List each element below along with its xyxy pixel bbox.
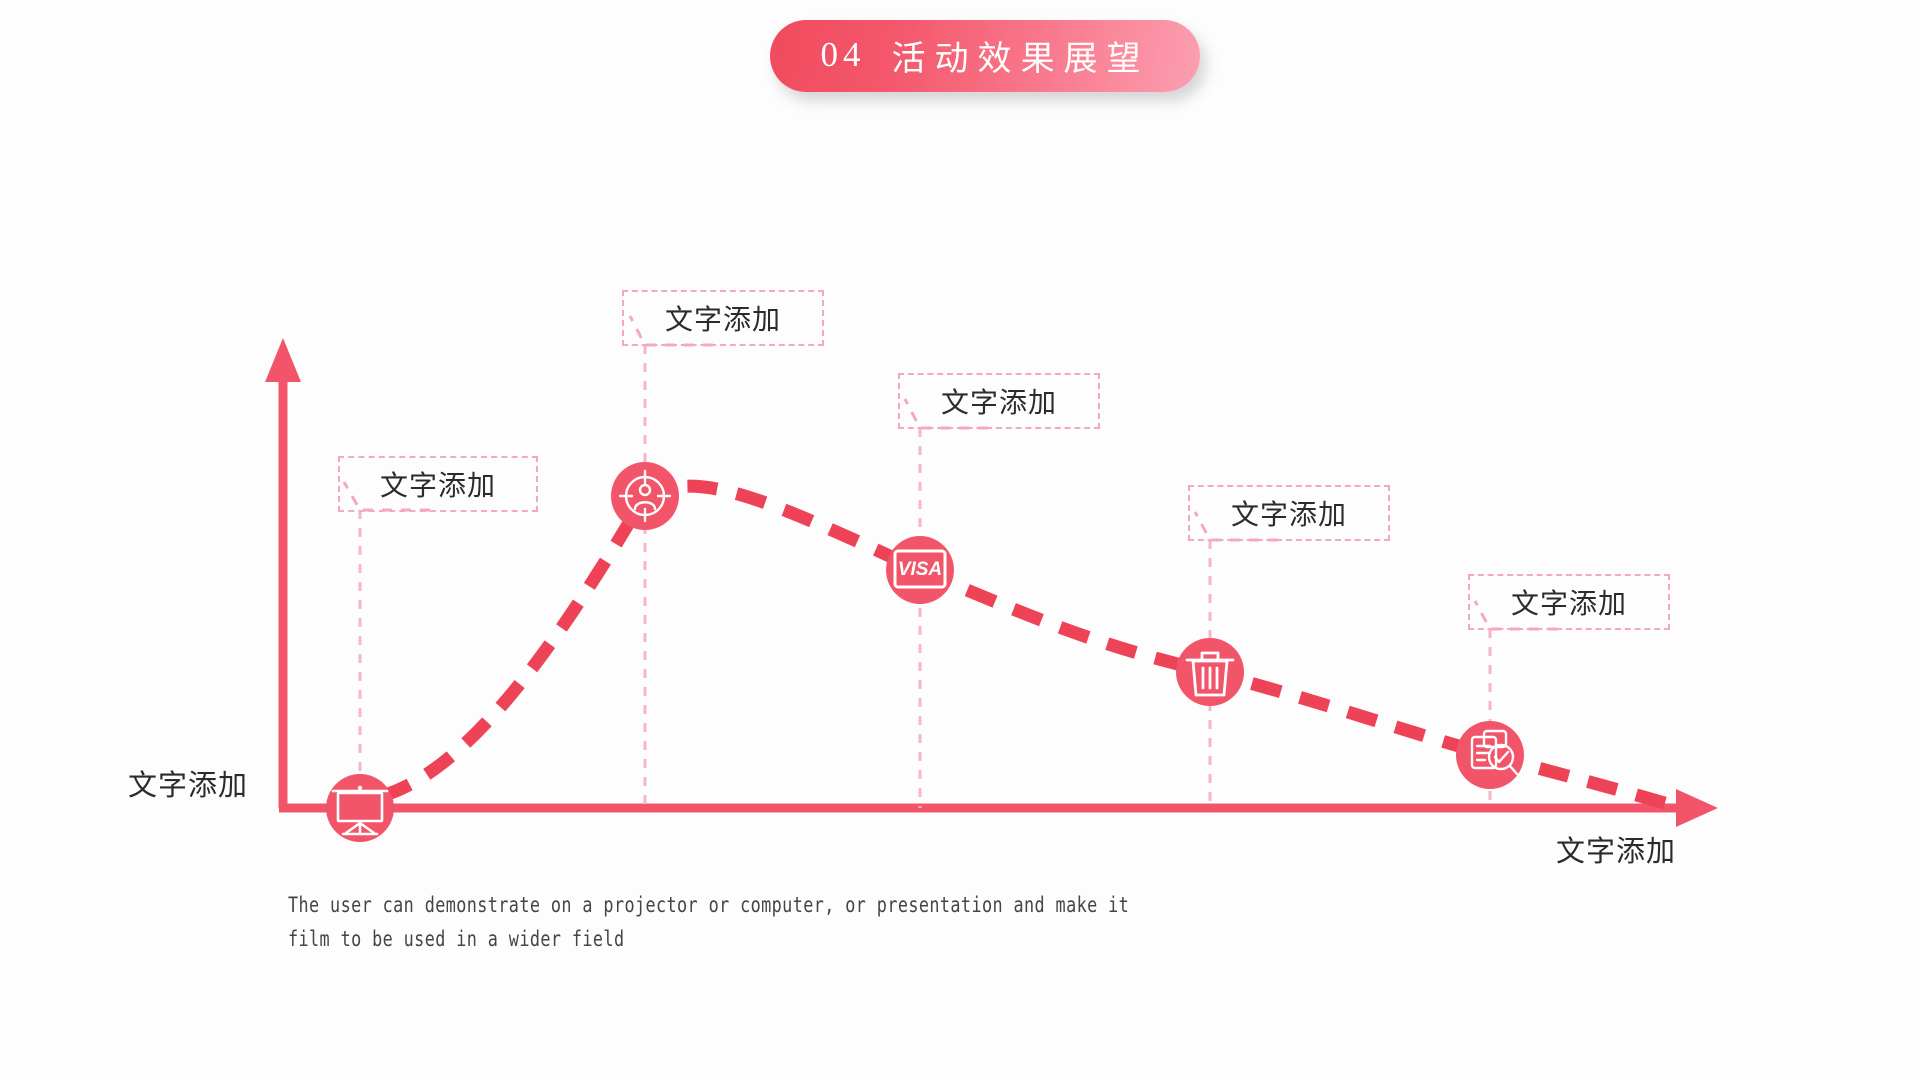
visa-card-icon: VISA xyxy=(893,549,947,589)
projector-screen-icon xyxy=(331,785,389,836)
callout-label-3: 文字添加 xyxy=(940,386,1057,419)
section-title-text: 活动效果展望 xyxy=(891,38,1150,79)
callout-label-5: 文字添加 xyxy=(1510,587,1627,620)
section-number: 04 xyxy=(820,35,866,74)
user-target-icon xyxy=(618,469,672,523)
callout-box-2[interactable]: 文字添加 xyxy=(622,290,824,346)
y-axis-title: 文字添加 xyxy=(128,768,249,802)
marker-3[interactable]: VISA xyxy=(886,536,954,604)
marker-5[interactable] xyxy=(1456,721,1524,789)
marker-1[interactable] xyxy=(326,774,394,842)
callout-label-4: 文字添加 xyxy=(1230,498,1347,531)
chart-caption: The user can demonstrate on a projector … xyxy=(288,893,1130,951)
trash-bin-icon xyxy=(1185,651,1235,697)
callout-box-5[interactable]: 文字添加 xyxy=(1468,574,1670,630)
x-axis xyxy=(279,789,1718,827)
trend-curve xyxy=(380,479,1670,811)
document-review-icon xyxy=(1470,729,1519,776)
callout-box-4[interactable]: 文字添加 xyxy=(1188,485,1390,541)
marker-4[interactable] xyxy=(1176,638,1244,706)
x-axis-arrow-icon xyxy=(1676,789,1718,827)
section-title-banner: 04 活动效果展望 xyxy=(770,20,1200,92)
y-axis-arrow-icon xyxy=(265,338,301,382)
callout-label-1: 文字添加 xyxy=(379,469,496,502)
marker-2[interactable] xyxy=(611,462,679,530)
y-axis xyxy=(265,338,301,808)
svg-text:VISA: VISA xyxy=(898,559,942,580)
callout-box-3[interactable]: 文字添加 xyxy=(898,373,1100,429)
callout-label-2: 文字添加 xyxy=(664,303,781,336)
x-axis-title: 文字添加 xyxy=(1556,834,1677,868)
callout-box-1[interactable]: 文字添加 xyxy=(338,456,538,512)
